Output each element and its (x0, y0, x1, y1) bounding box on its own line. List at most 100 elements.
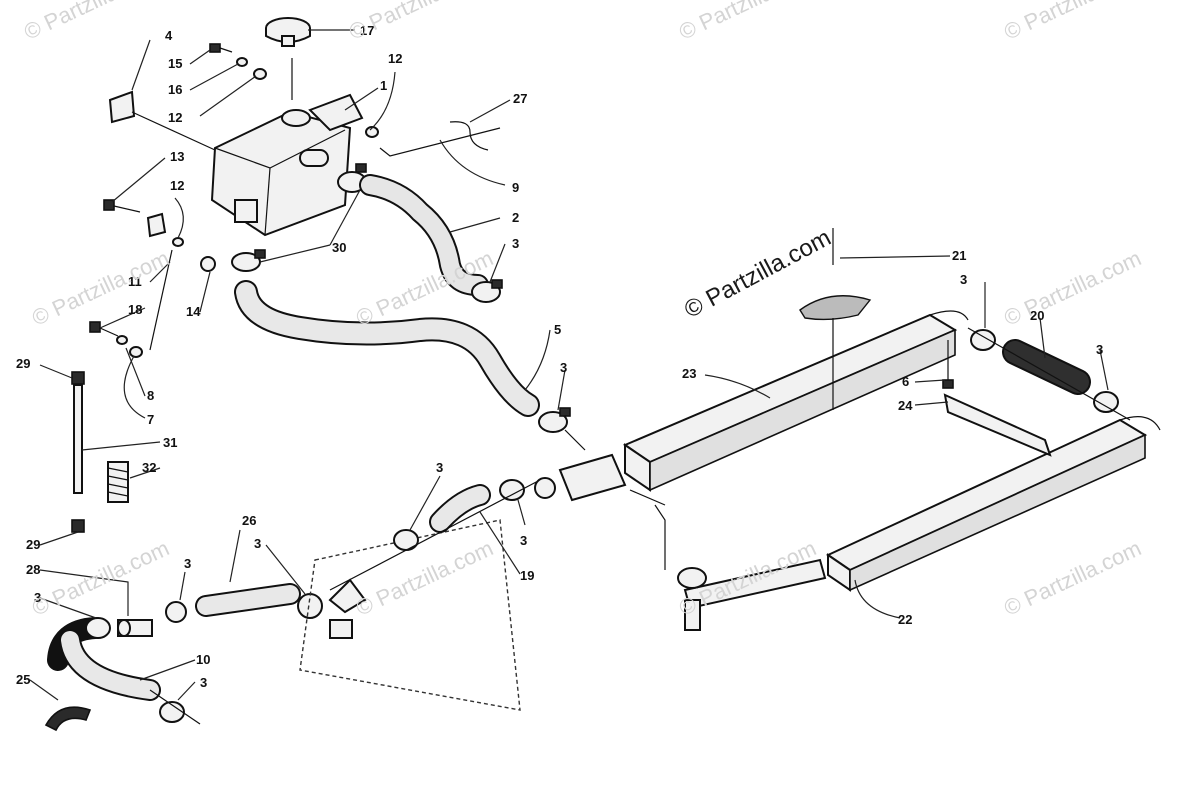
front-rail-part[interactable] (677, 558, 827, 631)
panel-outlet-fitting (329, 619, 353, 639)
nut-29a-part[interactable] (71, 371, 85, 385)
callout-23[interactable]: 23 (682, 366, 696, 381)
hose-19-part (431, 486, 489, 531)
washer-16-part[interactable] (236, 57, 248, 67)
clamp-30-lower-part[interactable] (231, 249, 266, 272)
callout-3-hose10-right[interactable]: 3 (200, 675, 207, 690)
screw-15-part[interactable] (209, 43, 233, 53)
panel-inlet-fitting (328, 578, 367, 614)
hose-10-part (61, 631, 159, 699)
callout-4[interactable]: 4 (165, 28, 173, 43)
heat-exchanger-rail-22-part[interactable] (825, 416, 1161, 592)
link-rod-11-part[interactable] (149, 249, 173, 351)
nut-14-part[interactable] (200, 256, 216, 272)
clamp-3j-part[interactable] (159, 701, 185, 723)
stud-31-part[interactable] (73, 384, 83, 494)
washer-12-part[interactable] (253, 68, 267, 80)
callout-3-hose19-right[interactable]: 3 (520, 533, 527, 548)
spring-32-part[interactable] (107, 461, 129, 503)
washer-7-part[interactable] (129, 346, 143, 358)
bracket-24-part[interactable] (943, 393, 1052, 457)
callout-8[interactable]: 8 (147, 388, 154, 403)
clamp-3d-part[interactable] (1093, 391, 1119, 413)
washer-8-part[interactable] (116, 335, 128, 345)
callout-16[interactable]: 16 (168, 82, 182, 97)
leader-lines (29, 29, 1109, 701)
label-plate-part[interactable] (108, 90, 136, 124)
callout-17[interactable]: 17 (360, 23, 374, 38)
washer-12d-part[interactable] (172, 237, 184, 247)
clamp-3b-part[interactable] (538, 407, 571, 433)
hose-5-axis-line (564, 429, 586, 451)
heat-exchanger-rail-23-part[interactable] (622, 310, 969, 492)
screw-13-part[interactable] (103, 199, 141, 213)
hose-20-part (1004, 341, 1089, 393)
tunnel-connector-part[interactable] (534, 453, 627, 502)
callout-30[interactable]: 30 (332, 240, 346, 255)
callout-7[interactable]: 7 (147, 412, 154, 427)
callouts: 17 4 15 12 16 1 12 27 13 12 9 2 30 3 11 … (16, 23, 1103, 690)
callout-27[interactable]: 27 (513, 91, 527, 106)
rail-link-line-a (629, 489, 666, 506)
lower-hose-axis-line (329, 479, 541, 591)
coolant-tank-part[interactable] (210, 93, 364, 237)
callout-19[interactable]: 19 (520, 568, 534, 583)
hose-26-part (197, 585, 299, 615)
rail-link-line-b (654, 504, 666, 570)
callout-22[interactable]: 22 (898, 612, 912, 627)
radiator-cap-part[interactable] (265, 17, 311, 47)
callout-3-hose26[interactable]: 3 (254, 536, 261, 551)
callout-9[interactable]: 9 (512, 180, 519, 195)
callout-18[interactable]: 18 (128, 302, 142, 317)
callout-3-hose20-right[interactable]: 3 (1096, 342, 1103, 357)
callout-25[interactable]: 25 (16, 672, 30, 687)
callout-1[interactable]: 1 (380, 78, 387, 93)
pad-part[interactable] (799, 295, 872, 321)
clip-25-part[interactable] (44, 706, 92, 732)
callout-29-top[interactable]: 29 (16, 356, 30, 371)
screw-18-part[interactable] (89, 321, 119, 337)
callout-10[interactable]: 10 (196, 652, 210, 667)
callout-15[interactable]: 15 (168, 56, 182, 71)
callout-6[interactable]: 6 (902, 374, 909, 389)
clamp-3h-part[interactable] (297, 593, 323, 619)
clamp-3c-part[interactable] (970, 329, 996, 351)
callout-3-fitting[interactable]: 3 (184, 556, 191, 571)
callout-31[interactable]: 31 (163, 435, 177, 450)
clamp-3a-part[interactable] (471, 279, 503, 303)
washer-12b-part[interactable] (365, 126, 379, 138)
callout-12-left[interactable]: 12 (168, 110, 182, 125)
nut-29b-part[interactable] (71, 519, 85, 533)
callout-26[interactable]: 26 (242, 513, 256, 528)
callout-20[interactable]: 20 (1030, 308, 1044, 323)
clamp-3i-part[interactable] (85, 617, 111, 639)
rod-9-part[interactable] (379, 121, 501, 157)
callout-32[interactable]: 32 (142, 460, 156, 475)
callout-12-bracket[interactable]: 12 (170, 178, 184, 193)
callout-3-hose5[interactable]: 3 (560, 360, 567, 375)
clamp-3g-part[interactable] (165, 601, 187, 623)
callout-14[interactable]: 14 (186, 304, 201, 319)
callout-21[interactable]: 21 (952, 248, 966, 263)
hose-5-part (236, 282, 538, 415)
callout-28[interactable]: 28 (26, 562, 40, 577)
callout-13[interactable]: 13 (170, 149, 184, 164)
bracket-12c-part[interactable] (146, 212, 167, 238)
bolt-6-part[interactable] (942, 340, 954, 389)
callout-3-hose19-left[interactable]: 3 (436, 460, 443, 475)
callout-24[interactable]: 24 (898, 398, 913, 413)
clamp-3e-part[interactable] (393, 529, 419, 551)
callout-12-top[interactable]: 12 (388, 51, 402, 66)
callout-2[interactable]: 2 (512, 210, 519, 225)
fitting-28-part[interactable] (117, 619, 153, 637)
label-plate-line (131, 111, 216, 151)
hose-2-part (361, 176, 487, 294)
callout-3-hose20-top[interactable]: 3 (960, 272, 967, 287)
callout-5[interactable]: 5 (554, 322, 561, 337)
callout-29-bottom[interactable]: 29 (26, 537, 40, 552)
callout-3-hose10-left[interactable]: 3 (34, 590, 41, 605)
callout-3-hose2[interactable]: 3 (512, 236, 519, 251)
callout-11[interactable]: 11 (128, 274, 142, 289)
clamp-3f-part[interactable] (499, 479, 525, 501)
